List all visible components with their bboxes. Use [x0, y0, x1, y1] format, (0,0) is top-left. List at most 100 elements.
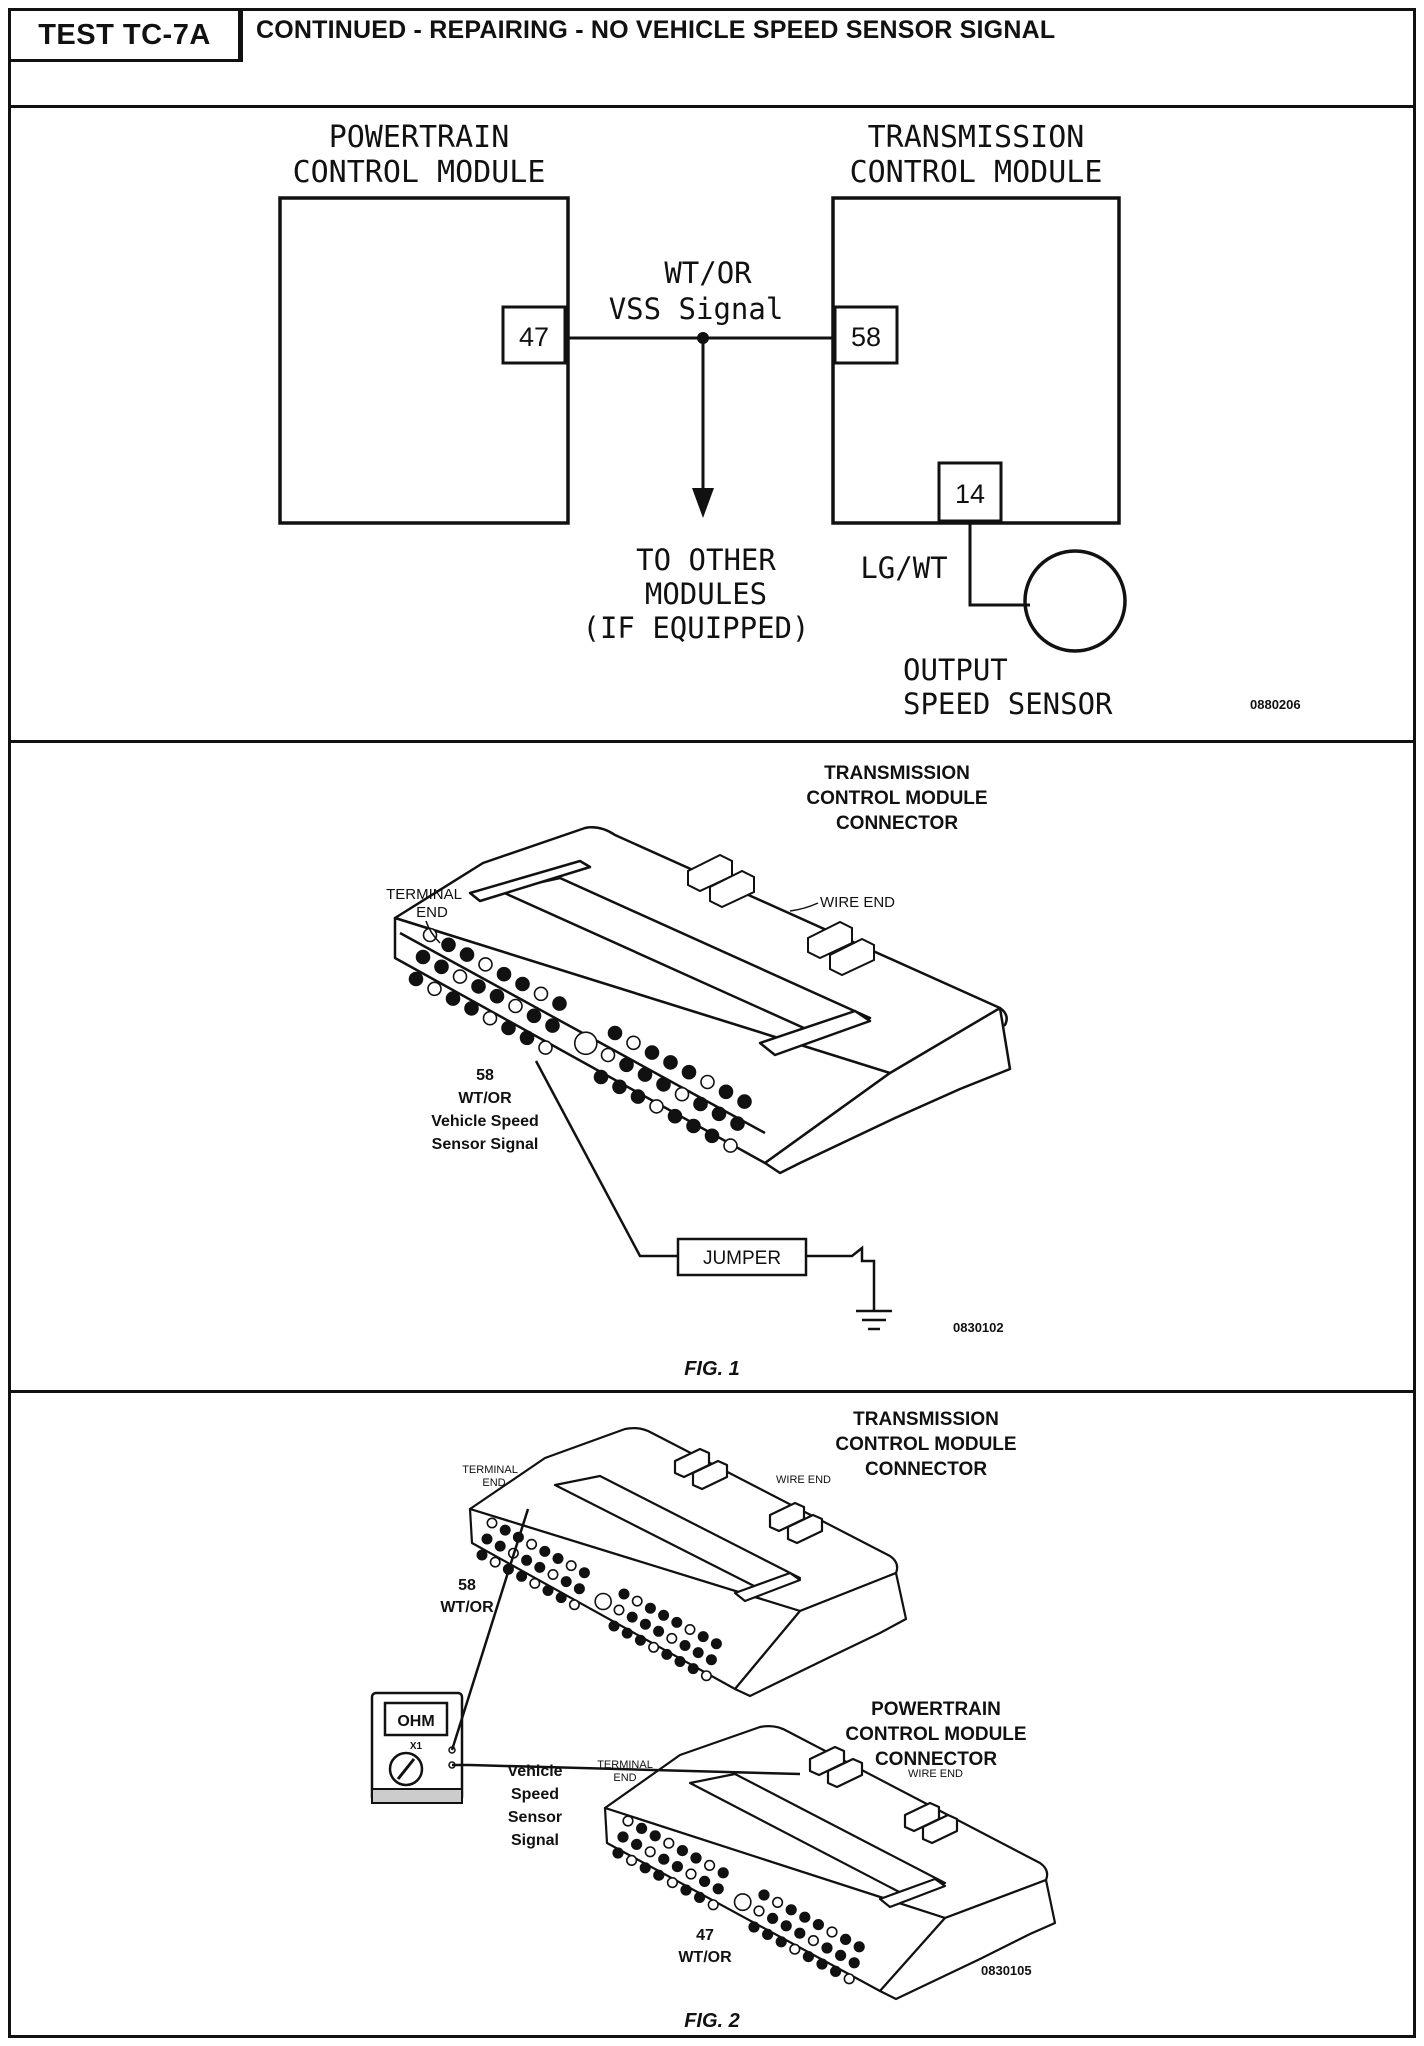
ground-icon	[856, 1309, 892, 1331]
connector-pin	[519, 1030, 535, 1046]
connector-pin	[712, 1883, 724, 1895]
fig2-pcm-title-line2: CONTROL MODULE	[845, 1724, 1026, 1745]
connector-pin	[661, 1648, 673, 1660]
connector-pin	[459, 947, 475, 962]
connector-pin	[737, 1094, 752, 1109]
connector-pin	[568, 1599, 580, 1611]
connector-pin	[634, 1634, 646, 1646]
fig1-wire-end-label: WIRE END	[820, 894, 895, 911]
connector-pin	[730, 1116, 745, 1131]
connector-pin	[679, 1640, 691, 1652]
sensor-label-line2: SPEED SENSOR	[903, 687, 1113, 721]
fig2-tcm-latch	[786, 1513, 824, 1545]
connector-pin	[626, 1035, 641, 1051]
connector-pin	[496, 966, 512, 982]
sensor-label-line1: OUTPUT	[903, 653, 1008, 687]
connector-pin	[630, 1089, 646, 1104]
connector-key-hole	[573, 1031, 598, 1056]
connector-pin	[653, 1869, 665, 1881]
fig1-pin-field	[408, 927, 752, 1153]
fig1-pin-label-line1: 58	[476, 1067, 494, 1084]
connector-pin	[666, 1877, 679, 1889]
connector-pin	[618, 1588, 630, 1600]
fig2-tcm-latch	[691, 1459, 729, 1491]
connector-pin	[631, 1595, 643, 1607]
tcm-title-line1: TRANSMISSION	[868, 120, 1085, 155]
fig1-latches	[687, 853, 875, 977]
fig1-terminal-end-leader	[425, 920, 441, 944]
connector-pin	[653, 1625, 665, 1637]
connector-pin	[608, 1620, 620, 1632]
fig2-caption: FIG. 2	[684, 2010, 740, 2032]
fig2-tcm-connector-rib	[733, 1571, 802, 1603]
ohmmeter-base	[371, 1788, 463, 1804]
connector-pin	[718, 1084, 734, 1100]
connector-pin	[717, 1867, 729, 1879]
connector-pin	[839, 1933, 852, 1946]
fig1-pin-label-line4: Sensor Signal	[432, 1136, 539, 1153]
connector-pin	[644, 1045, 660, 1060]
fig2-code: 0830105	[981, 1963, 1032, 1978]
connector-pin	[573, 1583, 585, 1595]
fig2-tcm-connector	[468, 1427, 908, 1698]
fig2-tcm-title-line2: CONTROL MODULE	[835, 1434, 1016, 1455]
ohmmeter-display-text: OHM	[397, 1713, 434, 1730]
fig1-pin-label-line3: Vehicle Speed	[431, 1113, 539, 1130]
fig2-tcm-pin-line1: 58	[458, 1577, 476, 1594]
connector-pin	[705, 1654, 717, 1666]
connector-pin	[607, 1025, 623, 1041]
fig2-tcm-title-line1: TRANSMISSION	[853, 1409, 999, 1430]
connector-pin	[552, 1553, 564, 1565]
down-arrow-icon	[692, 488, 714, 518]
ohmmeter-dial-pointer	[396, 1758, 416, 1780]
connector-pin	[534, 1561, 546, 1573]
connector-pin	[644, 1602, 656, 1614]
connector-pin	[445, 991, 461, 1006]
fig2-pcm-connector-rib	[878, 1877, 947, 1909]
fig1-caption: FIG. 1	[684, 1358, 740, 1380]
connector-pin	[542, 1585, 554, 1597]
fig2-tcm-pin-line2: WT/OR	[440, 1599, 494, 1616]
fig1-connector-rib	[758, 1009, 872, 1057]
connector-pin	[481, 1533, 493, 1545]
tcm-pin2-box	[937, 461, 1003, 523]
connector-pin	[807, 1934, 820, 1947]
test-id-badge: TEST TC-7A	[8, 8, 241, 62]
fig2-test-lead-pcm	[452, 1763, 801, 1776]
connector-pin	[802, 1950, 815, 1963]
fig1-wire-end-leader	[789, 902, 819, 912]
connector-pin	[766, 1912, 779, 1925]
connector-pin	[478, 957, 493, 972]
connector-pin	[621, 1627, 633, 1639]
connector-pin	[674, 1655, 686, 1667]
wiring-schematic: POWERTRAIN CONTROL MODULE 47 TRANSMISSIO…	[278, 120, 1301, 721]
wire-signal-label: VSS Signal	[609, 292, 784, 326]
connector-pin	[687, 1663, 699, 1675]
connector-pin	[698, 1875, 711, 1888]
fig2-pcm-pin-line1: 47	[696, 1927, 714, 1944]
wire-color-label: WT/OR	[664, 256, 752, 290]
connector-pin	[489, 1556, 501, 1568]
fig1-connector-rib2	[468, 859, 592, 903]
fig2-tcm-terminal-line2: END	[482, 1477, 505, 1489]
connector-pin	[533, 986, 549, 1002]
connector-pin	[785, 1904, 797, 1916]
connector-pin	[711, 1106, 727, 1122]
fig2-diagram: TRANSMISSION CONTROL MODULE CONNECTOR TE…	[370, 1409, 1057, 2032]
connector-key-hole	[594, 1592, 612, 1611]
connector-pin	[552, 996, 567, 1011]
connector-pin	[560, 1576, 572, 1588]
connector-pin	[521, 1554, 533, 1566]
connector-pin	[408, 971, 424, 987]
connector-pin	[565, 1560, 577, 1572]
section-divider-fig2	[8, 1390, 1416, 1393]
fig1-latch	[829, 937, 875, 977]
fig1-jumper-ground-wire	[806, 1245, 876, 1311]
fig2-signal-line2: Speed	[511, 1786, 559, 1803]
ohmmeter: OHM X1	[370, 1691, 464, 1804]
connector-pin	[681, 1064, 697, 1080]
connector-pin	[649, 1830, 661, 1842]
connector-pin	[526, 1538, 538, 1550]
connector-pin	[812, 1918, 825, 1931]
connector-pin	[748, 1921, 760, 1933]
